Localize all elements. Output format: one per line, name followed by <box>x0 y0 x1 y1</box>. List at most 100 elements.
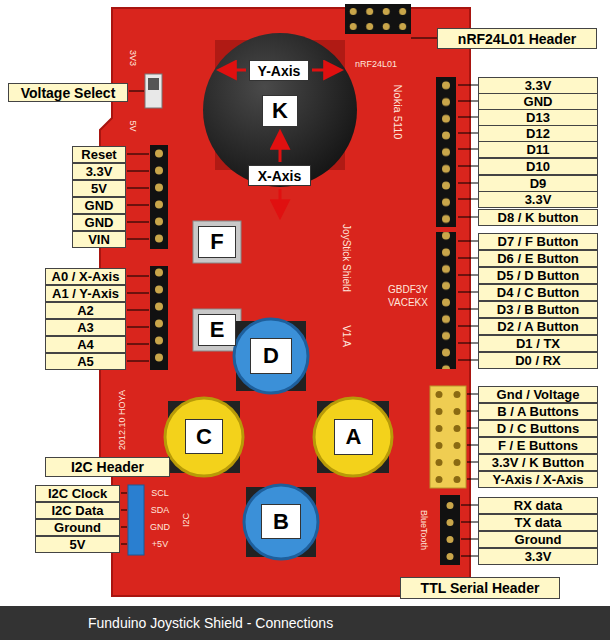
pin-label: D2 / A Button <box>497 319 578 334</box>
pin-label: TX data <box>515 515 562 530</box>
button-letter: B <box>273 509 289 535</box>
label-box: A3 <box>45 319 126 336</box>
pin-label: Gnd / Voltage <box>497 387 580 402</box>
pin-label: GND <box>85 215 114 230</box>
button-letter: K <box>272 98 288 124</box>
digital-pins-high <box>436 77 456 227</box>
voltage-switch <box>145 74 162 108</box>
silkscreen-text: V1.A <box>341 325 352 347</box>
i2c-pin-header <box>128 485 144 555</box>
button-b <box>244 485 318 559</box>
label-box: D / C Buttons <box>478 420 598 437</box>
silkscreen-text: JoyStick Shield <box>341 224 352 292</box>
label-box: A4 <box>45 336 126 353</box>
pin-label: RX data <box>514 498 562 513</box>
analog-header <box>150 266 168 370</box>
axis-arrow <box>312 69 340 72</box>
pin-label: 3.3V <box>525 78 552 93</box>
pin-label: X-Axis <box>258 168 302 184</box>
pin-label: B / A Buttons <box>497 404 578 419</box>
label-box: VIN <box>72 231 126 248</box>
silkscreen-text: GBDF3Y <box>388 284 428 295</box>
label-box: Y-Axis <box>249 60 309 81</box>
power-header <box>150 145 168 249</box>
label-box: F <box>198 226 236 258</box>
pin-label: A3 <box>77 320 94 335</box>
label-box: 3.3V <box>72 163 126 180</box>
pin-label: D7 / F Button <box>498 234 579 249</box>
pin-label: Voltage Select <box>21 85 116 101</box>
pin-label: 3.3V <box>525 192 552 207</box>
label-box: A0 / X-Axis <box>45 268 126 285</box>
leader-line <box>458 85 478 360</box>
silkscreen-text: BlueTooth <box>419 510 429 550</box>
silkscreen-text: 2012.10 HOYA <box>117 390 127 450</box>
axis-arrow <box>279 133 282 162</box>
label-box: D0 / RX <box>478 352 598 369</box>
label-box: D1 / TX <box>478 335 598 352</box>
label-box: D12 <box>478 125 598 142</box>
pin-label: nRF24L01 Header <box>458 31 576 47</box>
label-box: 5V <box>35 536 120 553</box>
pin-label: 3.3V <box>86 164 113 179</box>
label-box: Ground <box>478 531 598 548</box>
label-box: D9 <box>478 175 598 192</box>
label-box: D8 / K button <box>478 209 598 226</box>
label-box: X-Axis <box>248 165 311 186</box>
pin-label: 3.3V / K Button <box>492 455 584 470</box>
label-box: nRF24L01 Header <box>437 28 597 49</box>
label-box: GND <box>72 214 126 231</box>
silkscreen-text: SDA <box>151 505 170 515</box>
label-box: D10 <box>478 158 598 175</box>
label-box: D11 <box>478 141 598 158</box>
label-box: GND <box>72 197 126 214</box>
button-letter: A <box>346 424 362 450</box>
pin-label: 5V <box>70 537 86 552</box>
label-box: D6 / E Button <box>478 250 598 267</box>
pin-label: D13 <box>526 110 550 125</box>
silkscreen-text: Nokia 5110 <box>392 85 404 140</box>
label-box: Y-Axis / X-Axis <box>478 471 598 488</box>
yellow-pin-header <box>430 386 466 488</box>
label-box: 3.3V / K Button <box>478 454 598 471</box>
label-box: D13 <box>478 109 598 126</box>
digital-pins-low <box>436 232 456 369</box>
label-box: A2 <box>45 302 126 319</box>
label-box: C <box>185 419 223 454</box>
label-box: E <box>198 314 236 346</box>
tact-switch-f <box>193 221 241 263</box>
button-c <box>165 398 243 476</box>
label-box: I2C Data <box>35 502 120 519</box>
silkscreen-text: I2C <box>181 513 191 527</box>
pin-label: D10 <box>526 159 550 174</box>
pin-label: A0 / X-Axis <box>52 269 120 284</box>
silkscreen-text: +5V <box>152 539 168 549</box>
pin-label: A4 <box>77 337 94 352</box>
silkscreen-text: 5V <box>128 120 138 131</box>
pcb-board <box>100 8 470 596</box>
leader-line <box>129 91 144 92</box>
pin-label: D3 / B Button <box>497 302 579 317</box>
label-box: 5V <box>72 180 126 197</box>
pin-label: I2C Data <box>51 503 103 518</box>
pin-label: D11 <box>526 142 549 157</box>
label-box: Reset <box>72 146 126 163</box>
pin-label: D6 / E Button <box>497 251 579 266</box>
pin-label: Y-Axis / X-Axis <box>492 472 583 487</box>
yellow-pins <box>430 386 466 488</box>
silkscreen-text: 3V3 <box>128 50 138 66</box>
axis-arrow <box>279 189 282 216</box>
button-letter: C <box>196 424 212 450</box>
leader-line <box>467 394 478 479</box>
label-box: Gnd / Voltage <box>478 386 598 403</box>
silkscreen-text: VACEKX <box>388 297 428 308</box>
label-box: Ground <box>35 519 120 536</box>
pin-label: D0 / RX <box>515 353 561 368</box>
digital-header-high <box>436 77 456 227</box>
pin-label: D / C Buttons <box>497 421 579 436</box>
nrf-pins <box>345 4 411 34</box>
figure-caption: Funduino Joystick Shield - Connections <box>88 615 333 631</box>
pin-label: 3.3V <box>525 549 552 564</box>
leader-line <box>121 493 127 544</box>
